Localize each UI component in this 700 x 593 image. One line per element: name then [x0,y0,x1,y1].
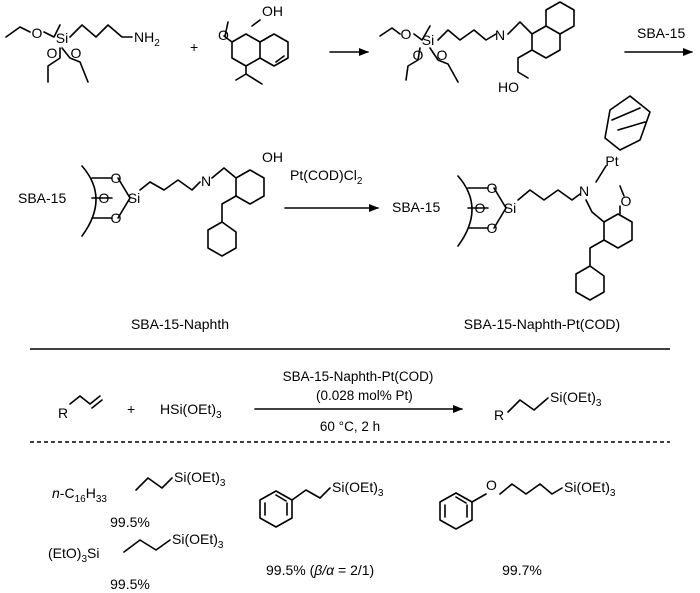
siloxane-oxygen-label: O [111,170,122,186]
ligand-caption: SBA-15-Naphth [131,316,229,332]
hydroxyl-label: HO [498,79,519,95]
siloxane-oxygen-label: O [487,220,498,236]
ethoxy-oxygen-label: O [32,25,43,41]
phenoxide-oxygen-label: O [621,193,632,209]
plus-sign: + [190,39,198,55]
ethoxy-oxygen-label: O [437,47,448,63]
silicon-label: Si [128,190,140,206]
sba15-support-label: SBA-15 [392,199,440,215]
siloxane-oxygen-label: O [111,210,122,226]
sba15-naphth-structure: SBA-15 O O O Si N OH [18,149,283,257]
product-phenoxypropyl: O Si(OEt)3 99.7% [439,477,616,578]
silicon-label: Si [504,200,516,216]
silyl-group-label: Si(OEt)3 [564,479,616,499]
imine-nitrogen-label: N [579,183,589,199]
yield-label: 99.7% [502,562,542,578]
product-r-label: R [494,407,504,423]
sba15-support-label: SBA-15 [18,190,66,206]
plus-sign: + [127,401,135,417]
yield-label: 99.5% [110,576,150,592]
product-silyl-label: Si(OEt)3 [550,389,602,409]
yield-label: 99.5% (β/α = 2/1) [266,562,374,578]
silyl-group-label: Si(OEt)3 [172,531,224,551]
aldehyde-oxygen-label: O [218,27,229,43]
ethoxy-oxygen-label: O [71,45,82,61]
silyl-group-label: Si(OEt)3 [174,469,226,489]
imine-nitrogen-label: N [495,27,505,43]
siloxane-oxygen-label: O [99,190,110,206]
silane-label: HSi(OEt)3 [160,401,222,421]
ether-oxygen-label: O [486,477,497,493]
hexadecyl-chain-label: n-C16H33 [52,485,107,505]
ethoxy-oxygen-label: O [413,47,424,63]
alkene-r-label: R [58,405,68,421]
hydroxyl-label: OH [262,3,283,19]
catalyst-label: SBA-15-Naphth-Pt(COD) [283,369,434,384]
imine-nitrogen-label: N [201,173,211,189]
product-hexadecyl: n-C16H33 Si(OEt)3 99.5% [52,469,226,530]
alkene-substrate: R [58,395,103,421]
reagent-pt-cod-label: Pt(COD)Cl2 [290,167,363,187]
ethoxy-oxygen-label: O [47,45,58,61]
amine-label: NH2 [134,29,160,49]
catalyst-loading-label: (0.028 mol% Pt) [316,388,413,403]
yield-label: 99.5% [110,514,150,530]
hydroxynaphthaldehyde-structure: O OH [218,3,289,85]
bis-silyl-left-label: (EtO)3Si [48,545,99,565]
siloxane-oxygen-label: O [487,180,498,196]
silicon-label: Si [422,32,434,48]
complex-caption: SBA-15-Naphth-Pt(COD) [464,316,620,332]
hydroxyl-label: OH [262,149,283,165]
platinum-label: Pt [605,153,618,169]
product-phenethyl: Si(OEt)3 99.5% (β/α = 2/1) [259,479,384,578]
siloxane-oxygen-label: O [475,200,486,216]
reagent-sba15-label: SBA-15 [637,25,685,41]
silyl-group-label: Si(OEt)3 [332,479,384,499]
reaction-conditions-label: 60 °C, 2 h [320,419,380,434]
imine-ligand-structure: O Si O O N HO [379,1,575,95]
product-bis-silyl-ethane: (EtO)3Si Si(OEt)3 99.5% [48,531,224,592]
ethoxy-oxygen-label: O [401,26,412,42]
silicon-label: Si [56,30,68,46]
aminopropyl-triethoxysilane-structure: O Si O O NH2 [5,24,160,83]
hydrosilylation-product: R Si(OEt)3 [494,389,602,423]
sba15-naphth-pt-cod-structure: SBA-15 O O O Si N Pt O [392,95,651,301]
